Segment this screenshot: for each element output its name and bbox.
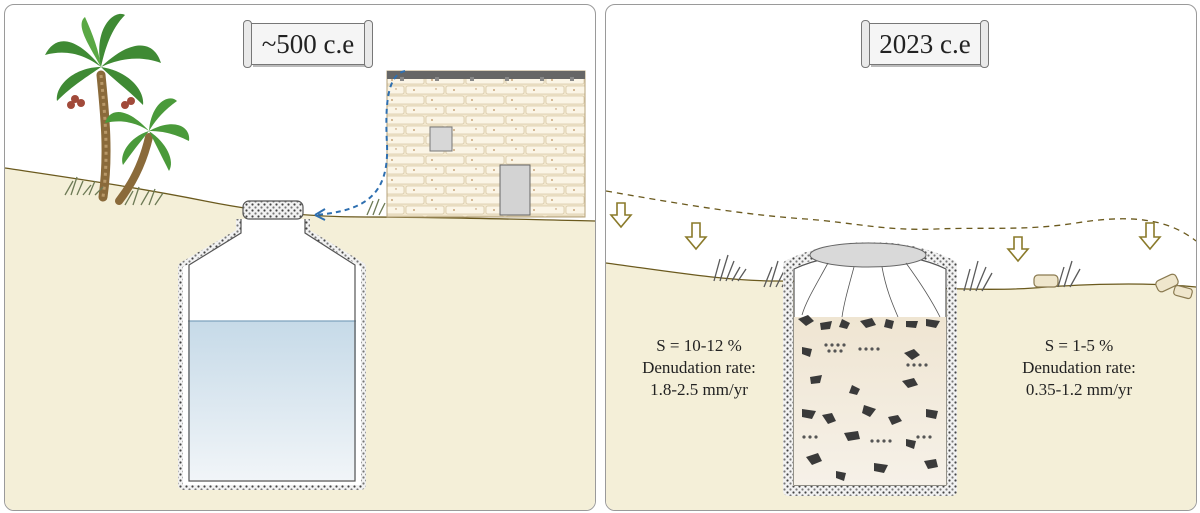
panel-present: 2023 c.e S = 10-12 % Denudation rate: 1.… [605,4,1197,511]
cistern-icon [783,242,957,496]
cistern-lid [242,200,304,220]
palm-tree-icon [45,13,161,202]
site-stats-steep: S = 10-12 % Denudation rate: 1.8-2.5 mm/… [624,335,774,401]
slope-value: S = 1-5 % [1044,336,1114,355]
slope-value: S = 10-12 % [656,336,742,355]
shrub-icon [64,176,386,216]
cistern-icon [178,200,366,490]
house-icon [386,70,586,218]
shrub-icon [713,254,1081,292]
present-scene [606,190,1196,510]
site-stats-gentle: S = 1-5 % Denudation rate: 0.35-1.2 mm/y… [1004,335,1154,401]
denudation-value: 1.8-2.5 mm/yr [650,380,748,399]
runoff-flow-arrow [314,70,406,216]
rock-icon [1033,273,1193,300]
palm-tree-icon [105,98,190,205]
era-label-present: 2023 c.e [861,20,989,68]
former-surface-line [606,190,1196,242]
down-arrow-icon [609,202,1162,263]
past-scene [5,13,595,510]
denudation-label: Denudation rate: [642,358,756,377]
denudation-value: 0.35-1.2 mm/yr [1025,380,1133,399]
panel-past: ~500 c.e [4,4,596,511]
cistern-collapsed-roof [809,242,927,268]
denudation-label: Denudation rate: [1022,358,1136,377]
era-label-past: ~500 c.e [243,20,373,68]
